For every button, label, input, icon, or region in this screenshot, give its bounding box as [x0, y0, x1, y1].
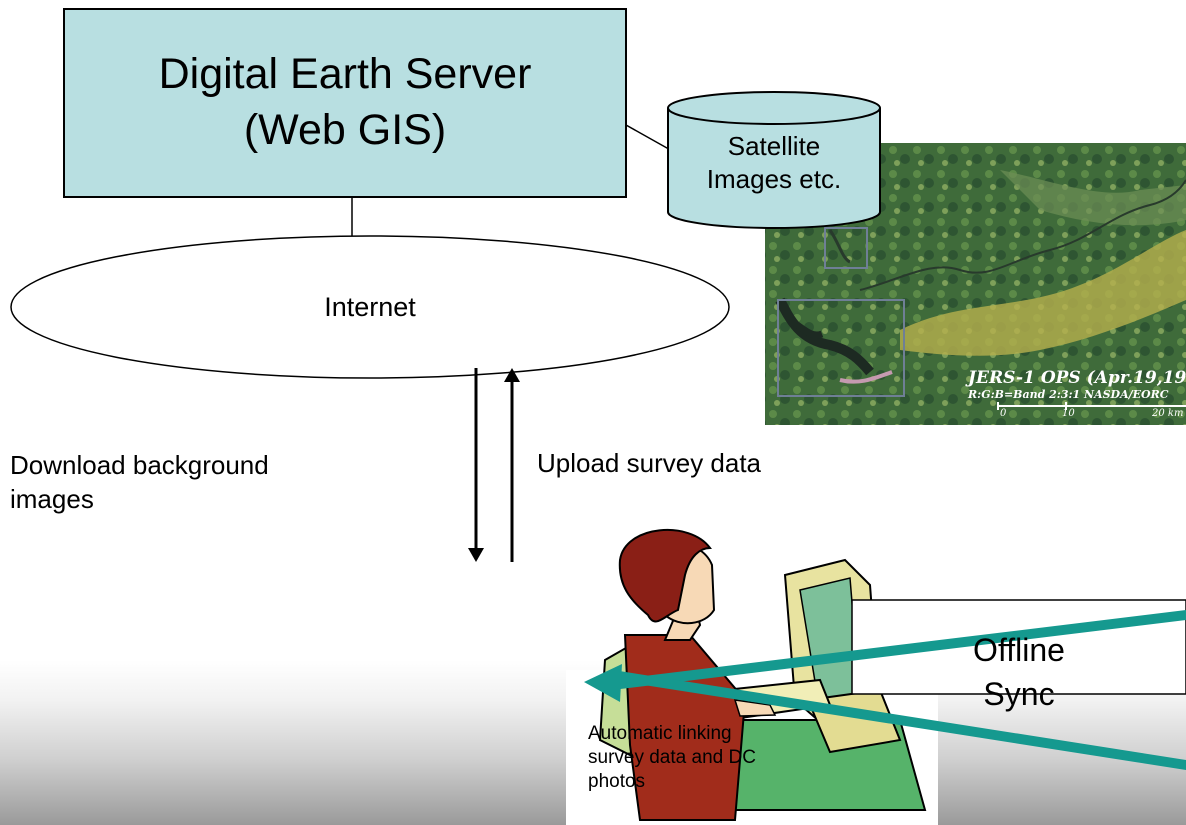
- satellite-image: [765, 143, 1186, 425]
- download-arrow: [468, 368, 484, 562]
- download-label-line1: Download background: [10, 450, 269, 480]
- server-title-line2: (Web GIS): [243, 106, 447, 154]
- server-box: [63, 8, 627, 198]
- database-label-line1: Satellite: [727, 131, 821, 161]
- database-cylinder: [667, 91, 881, 229]
- server-title: Digital Earth Server (Web GIS): [64, 46, 626, 158]
- offline-sync-label-line1: Offline: [973, 632, 1065, 668]
- workstation-label-line1: Automatic linking: [588, 723, 732, 744]
- workstation-label-line3: photos: [588, 771, 646, 792]
- workstation-label-line2: survey data and DC: [588, 747, 756, 768]
- database-label-line2: Images etc.: [706, 164, 842, 194]
- upload-arrow: [504, 368, 520, 562]
- satellite-caption-bands: R:G:B=Band 2:3:1 NASDA/EORC: [968, 388, 1169, 401]
- download-label-line2: images: [10, 484, 94, 514]
- scale-label-10: 10: [1062, 408, 1075, 419]
- upload-label: Upload survey data: [537, 448, 762, 478]
- satellite-caption-title: JERS-1 OPS (Apr.19,1997): [968, 368, 1186, 388]
- internet-label: Internet: [324, 292, 416, 322]
- workstation-label: Automatic linking survey data and DC pho…: [588, 722, 850, 794]
- scale-label-20: 20 km: [1152, 408, 1184, 419]
- offline-sync-arrows: [584, 610, 1186, 770]
- scale-label-0: 0: [1000, 408, 1007, 419]
- server-title-line1: Digital Earth Server: [158, 50, 532, 98]
- download-label: Download background images: [10, 448, 440, 516]
- database-label: Satellite Images etc.: [668, 130, 880, 196]
- offline-sync-label-line2: Sync: [983, 676, 1055, 712]
- internet-cloud: [10, 235, 730, 379]
- offline-sync-label: Offline Sync: [852, 628, 1186, 716]
